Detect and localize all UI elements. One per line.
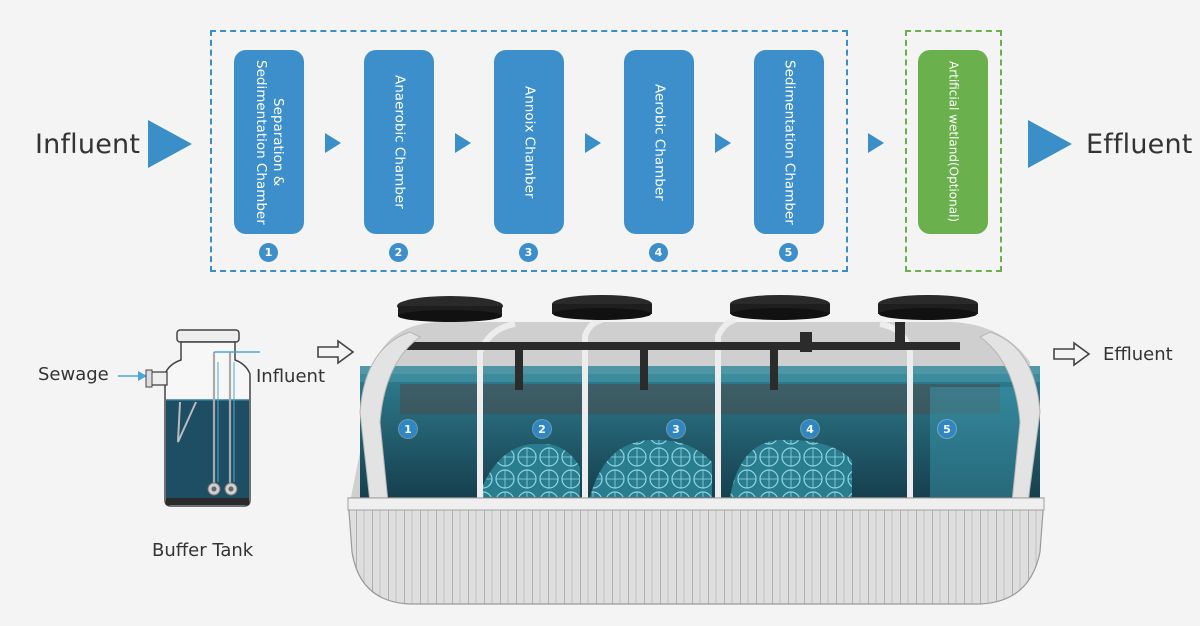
tank-chamber-number-2: 2 (533, 420, 551, 438)
sewage-arrow-icon (118, 371, 147, 381)
chamber-label: Anaerobic Chamber (391, 75, 408, 209)
chamber-1: Separation & Sedimentation Chamber (234, 50, 304, 234)
chamber-number-2: 2 (389, 243, 408, 262)
treatment-stages-box (210, 30, 848, 272)
effluent-outline-arrow-icon (1053, 341, 1091, 367)
sewage-label: Sewage (38, 364, 109, 385)
tank-chamber-number-1: 1 (399, 420, 417, 438)
influent-label: Influent (35, 129, 141, 160)
tank-chamber-number-4: 4 (801, 420, 819, 438)
effluent-illustration-label: Effluent (1103, 344, 1173, 365)
effluent-label: Effluent (1086, 129, 1193, 160)
optional-stage-box (905, 30, 1002, 272)
flow-arrow-icon (455, 133, 471, 153)
chamber-4: Aerobic Chamber (624, 50, 694, 234)
chamber-number-5: 5 (779, 243, 798, 262)
chamber-number-4: 4 (649, 243, 668, 262)
chamber-label: Artificial wetland(Optional) (946, 61, 961, 223)
chamber-label: Separation & Sedimentation Chamber (253, 59, 286, 225)
buffer-tank-illustration (145, 329, 260, 507)
chamber-label: Sedimentation Chamber (781, 59, 798, 225)
tank-chamber-number-5: 5 (938, 420, 956, 438)
chamber-number-1: 1 (259, 243, 278, 262)
influent-arrow-icon (148, 120, 192, 168)
chamber-label: Annoix Chamber (521, 85, 538, 199)
effluent-arrow-icon (1028, 120, 1072, 168)
flow-arrow-icon (585, 133, 601, 153)
chamber-2: Anaerobic Chamber (364, 50, 434, 234)
flow-arrow-icon (868, 133, 884, 153)
chamber-number-3: 3 (519, 243, 538, 262)
buffer-influent-label: Influent (256, 366, 326, 387)
buffer-tank-label: Buffer Tank (152, 540, 254, 561)
artificial-wetland-chamber: Artificial wetland(Optional) (918, 50, 988, 234)
treatment-tank-illustration (347, 295, 1045, 605)
flow-arrow-icon (715, 133, 731, 153)
chamber-5: Sedimentation Chamber (754, 50, 824, 234)
tank-chamber-number-3: 3 (667, 420, 685, 438)
chamber-3: Annoix Chamber (494, 50, 564, 234)
influent-outline-arrow-icon (317, 339, 355, 365)
flow-arrow-icon (325, 133, 341, 153)
chamber-label: Aerobic Chamber (651, 83, 668, 201)
